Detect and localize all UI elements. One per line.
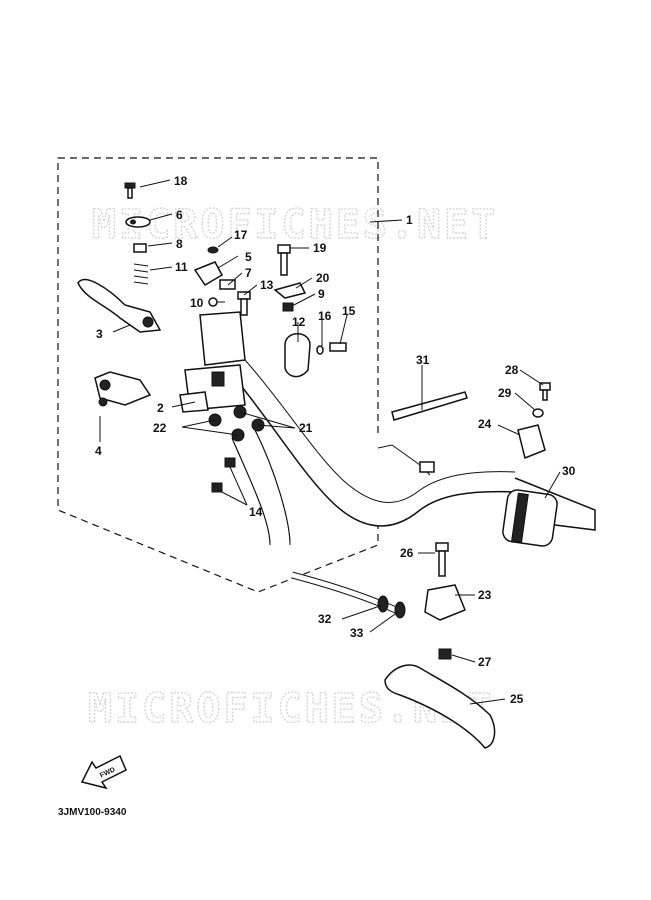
- callout-9: 9: [318, 287, 325, 301]
- callout-16: 16: [318, 309, 332, 323]
- assembly-boundary: [57, 157, 379, 593]
- callout-19: 19: [313, 241, 327, 255]
- callout-33: 33: [350, 626, 364, 640]
- callout-20: 20: [316, 271, 330, 285]
- callout-29: 29: [498, 386, 512, 400]
- callout-3: 3: [96, 327, 103, 341]
- leader-lines: [99, 179, 561, 705]
- master-cylinder: [179, 311, 246, 413]
- callout-15: 15: [342, 304, 356, 318]
- callout-26: 26: [400, 546, 414, 560]
- callout-17: 17: [234, 228, 248, 242]
- callout-10: 10: [190, 296, 204, 310]
- callout-27: 27: [478, 655, 492, 669]
- drawing-code: 3JMV100-9340: [58, 807, 127, 818]
- clutch-lever: [384, 664, 496, 749]
- callout-21: 21: [299, 421, 313, 435]
- callout-18: 18: [174, 174, 188, 188]
- callout-32: 32: [318, 612, 332, 626]
- callout-7: 7: [245, 266, 252, 280]
- callout-31: 31: [416, 353, 430, 367]
- callout-23: 23: [478, 588, 492, 602]
- callout-24: 24: [478, 417, 492, 431]
- small-hardware: [124, 182, 551, 660]
- brake-lever: [77, 278, 162, 333]
- callout-30: 30: [562, 464, 576, 478]
- watermark-top: MICROFICHES.NET: [92, 202, 498, 248]
- callout-13: 13: [260, 278, 274, 292]
- throttle-grip: [502, 489, 558, 547]
- callout-14: 14: [249, 505, 263, 519]
- brake-switch: [94, 371, 152, 407]
- callout-25: 25: [510, 692, 524, 706]
- callout-5: 5: [245, 250, 252, 264]
- callout-8: 8: [176, 237, 183, 251]
- callout-12: 12: [292, 315, 306, 329]
- callout-6: 6: [176, 208, 183, 222]
- callout-28: 28: [505, 363, 519, 377]
- fwd-arrow-icon: FWD: [80, 754, 127, 790]
- callout-1: 1: [406, 213, 413, 227]
- callout-11: 11: [175, 260, 188, 274]
- callout-4: 4: [95, 444, 102, 458]
- callouts: 1 2 3 4 25 6 5 7 8 9 10 11 12 13 14 15 1…: [95, 174, 576, 706]
- callout-2: 2: [157, 401, 164, 415]
- callout-22: 22: [153, 421, 167, 435]
